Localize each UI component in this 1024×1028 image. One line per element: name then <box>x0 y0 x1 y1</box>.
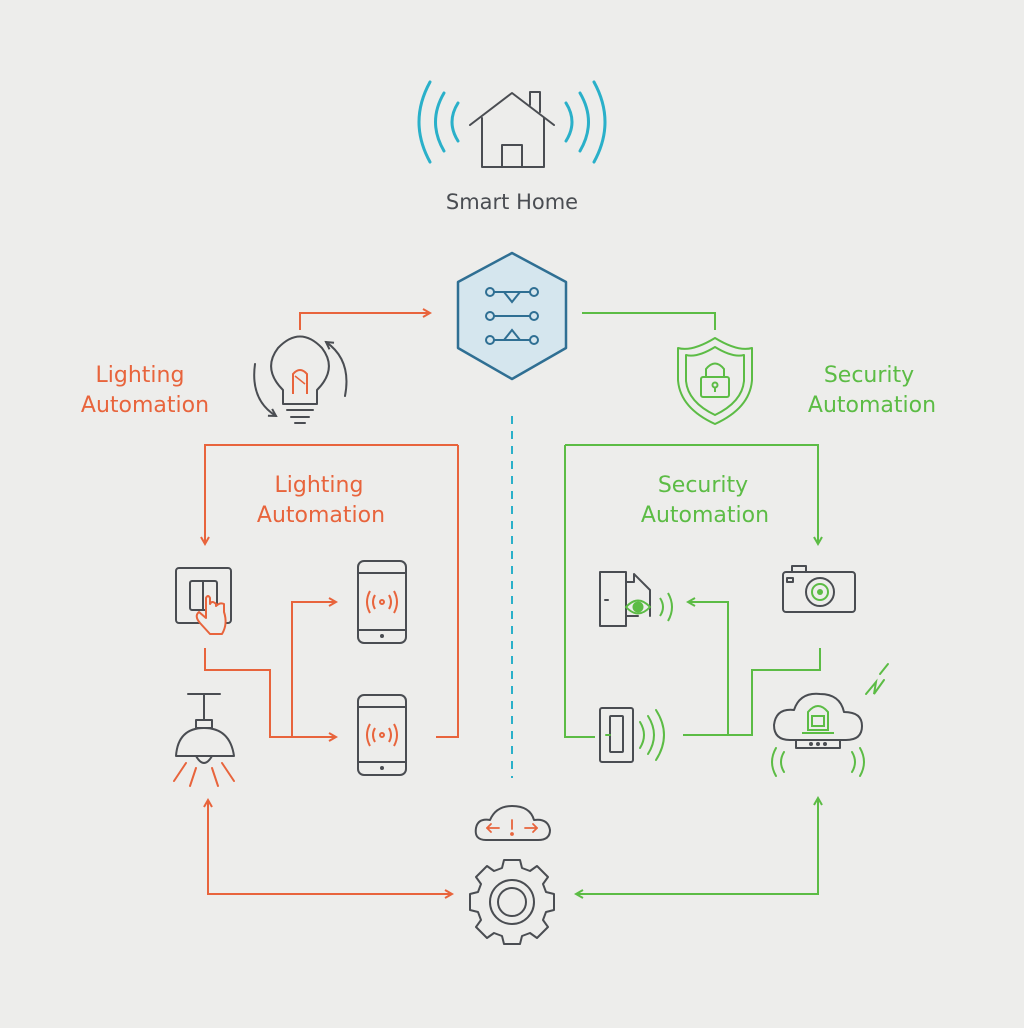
security-label-line1: Security <box>824 363 914 388</box>
security-sublabel-line1: Security <box>658 473 748 498</box>
shield-lock-icon <box>677 337 753 425</box>
wifi-waves-icon <box>417 80 607 164</box>
smartphone-icon <box>357 560 407 644</box>
hub-hexagon-icon <box>456 251 568 381</box>
gear-icon <box>469 859 555 945</box>
motion-sensor-icon <box>599 707 665 763</box>
pendant-lamp-icon <box>173 693 235 787</box>
light-switch-icon <box>175 567 232 635</box>
lighting-sublabel-line1: Lighting <box>275 473 364 498</box>
lighting-label-line2: Automation <box>81 393 209 418</box>
security-sublabel-line2: Automation <box>641 503 769 528</box>
security-label-line2: Automation <box>808 393 936 418</box>
smartphone-icon <box>357 694 407 776</box>
lighting-label-line1: Lighting <box>96 363 185 388</box>
lighting-sublabel-line2: Automation <box>257 503 385 528</box>
diagram-title: Smart Home <box>446 190 578 214</box>
house-icon <box>469 91 555 168</box>
lightbulb-icon <box>253 335 348 424</box>
cloud-sync-icon <box>474 805 551 841</box>
camera-icon <box>782 565 856 613</box>
cloud-alarm-icon <box>771 663 889 777</box>
door-sensor-icon <box>599 571 673 627</box>
